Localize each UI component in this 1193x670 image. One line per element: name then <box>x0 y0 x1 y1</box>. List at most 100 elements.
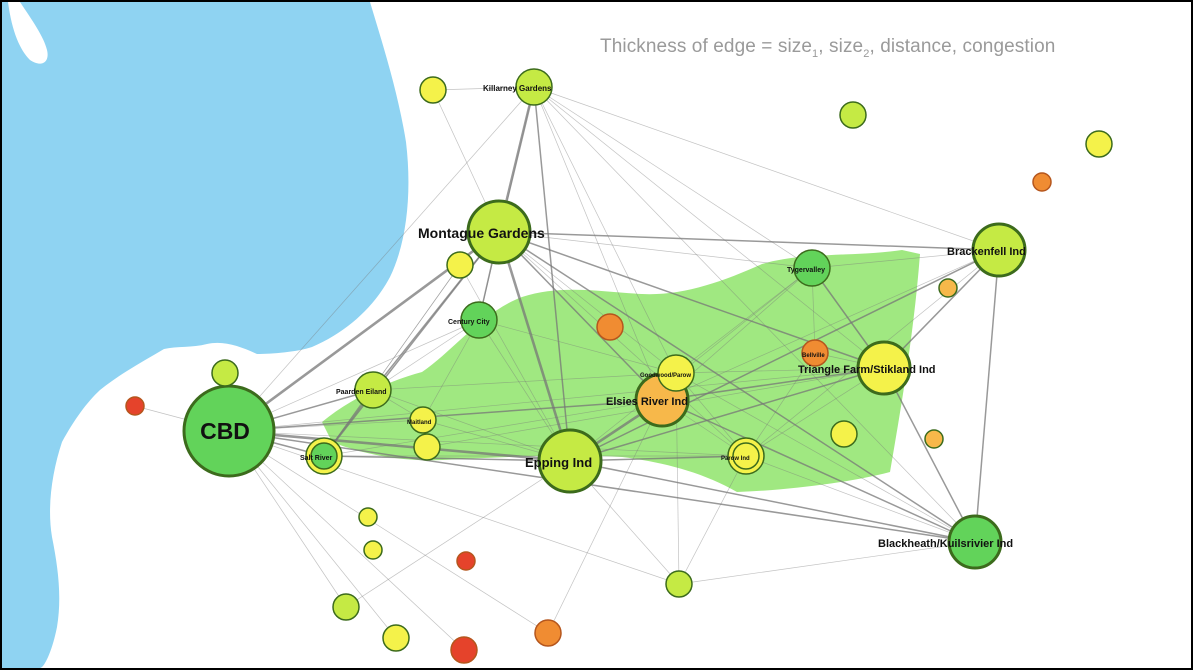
edge-parow-bellville <box>745 352 816 457</box>
node-n_t <box>413 433 441 461</box>
edge-cbd-elsies <box>228 399 663 432</box>
node-label-blackheath: Blackheath/Kuilsrivier Ind <box>878 538 1013 550</box>
node-label-epping: Epping Ind <box>525 455 592 470</box>
edge-montague-epping <box>497 231 572 462</box>
node-n_s <box>450 636 478 664</box>
node-century <box>460 301 498 339</box>
edge-triangle-goodwood <box>675 367 885 374</box>
bay-inlet <box>8 2 48 64</box>
edge-montague-elsies <box>498 231 663 401</box>
node-label-killarney: Killarney Gardens <box>483 84 552 93</box>
edge-epping-n_o <box>345 460 571 608</box>
node-label-triangle: Triangle Farm/Stikland Ind <box>798 364 936 376</box>
node-label-bellville: Bellville <box>802 353 825 359</box>
edge-cbd-parow <box>228 430 747 457</box>
node-n_a <box>419 76 447 104</box>
edge-cbd-killarney <box>228 86 535 432</box>
node-n_f <box>125 396 145 416</box>
node-tygervalley <box>793 249 831 287</box>
node-blackheath <box>947 514 1003 570</box>
edge-triangle-killarney <box>533 86 885 369</box>
node-maitland <box>409 406 437 434</box>
node-goodwood <box>657 354 695 392</box>
edge-killarney-tygervalley <box>533 86 813 269</box>
edge-epping-brackenfell <box>569 249 1000 462</box>
node-label-elsies: Elsies River Ind <box>606 396 688 408</box>
node-montague <box>466 199 532 265</box>
node-n_c <box>446 251 474 279</box>
node-label-paarden: Paarden Eiland <box>336 389 387 396</box>
note-mid: , size <box>818 36 864 57</box>
node-label-cbd: CBD <box>200 418 250 444</box>
edge-triangle-blackheath <box>883 367 976 543</box>
node-n_b <box>839 101 867 129</box>
node-n_g <box>1085 130 1113 158</box>
edge-saltriver-n_c <box>323 264 461 457</box>
edge-montague-blackheath <box>498 231 976 543</box>
node-label-goodwood: Goodwood/Parow <box>640 373 691 379</box>
node-n_v <box>310 442 338 470</box>
edge-elsies-killarney <box>533 86 663 401</box>
node-n_h <box>596 313 624 341</box>
edge-epping-saltriver <box>323 455 571 462</box>
edge-brackenfell-tygervalley <box>811 249 1000 269</box>
edge-elsies-brackenfell <box>661 249 1000 401</box>
edge-elsies-saltriver <box>323 399 663 457</box>
node-n_e <box>211 359 239 387</box>
edge-killarney-goodwood <box>533 86 677 374</box>
node-n_u <box>732 442 760 470</box>
node-n_o <box>332 593 360 621</box>
edge-elsies-blackheath <box>661 399 976 543</box>
node-n_j <box>830 420 858 448</box>
edge-epping-killarney <box>533 86 571 462</box>
edge-elsies-n_q <box>547 399 663 634</box>
edge-thickness-note: Thickness of edge = size1, size2, distan… <box>600 36 1180 60</box>
node-label-maitland: Maitland <box>407 420 432 426</box>
edge-cbd-triangle <box>228 367 885 432</box>
node-label-tygervalley: Tygervalley <box>787 267 825 274</box>
edge-century-paarden <box>372 319 480 391</box>
node-bellville <box>801 339 829 367</box>
edge-epping-blackheath <box>569 460 976 543</box>
edge-cbd-epping <box>228 429 571 463</box>
edge-brackenfell-blackheath <box>974 249 1000 543</box>
edge-epping-triangle <box>569 367 885 462</box>
node-n_n <box>665 570 693 598</box>
edge-blackheath-n_n <box>678 541 976 585</box>
edge-blackheath-killarney <box>533 86 976 543</box>
edge-montague-tygervalley <box>498 231 813 269</box>
node-epping <box>537 428 603 494</box>
edge-parow-n_n <box>678 455 747 585</box>
node-paarden <box>354 371 392 409</box>
edge-epping-paarden <box>372 389 571 462</box>
note-suffix: , distance, congestion <box>869 36 1056 57</box>
edge-century-goodwood <box>478 319 677 374</box>
edge-blackheath-parow <box>745 455 976 543</box>
edge-paarden-goodwood <box>372 372 677 391</box>
node-n_q <box>534 619 562 647</box>
edge-brackenfell-killarney <box>533 86 1000 251</box>
edge-cbd-n_s <box>228 430 465 651</box>
node-n_p <box>456 551 476 571</box>
node-label-brackenfell: Brackenfell Ind <box>947 246 1026 258</box>
edge-cbd-blackheath <box>228 430 976 543</box>
node-label-saltriver: Salt River <box>300 455 333 462</box>
node-brackenfell <box>971 222 1027 278</box>
edge-cbd-n_n <box>228 430 680 585</box>
node-n_r <box>382 624 410 652</box>
edge-tygervalley-goodwood <box>675 267 813 374</box>
node-n_i <box>938 278 958 298</box>
edge-n_v-n_c <box>323 264 461 457</box>
sea-area <box>2 2 409 668</box>
edge-elsies-triangle <box>661 367 885 401</box>
edge-montague-brackenfell <box>498 231 1000 251</box>
node-n_m <box>363 540 383 560</box>
edge-epping-n_c <box>459 264 571 462</box>
node-n_k <box>924 429 944 449</box>
edge-layer <box>134 86 1000 651</box>
edge-montague-goodwood <box>498 231 677 374</box>
node-label-montague: Montague Gardens <box>418 225 545 241</box>
